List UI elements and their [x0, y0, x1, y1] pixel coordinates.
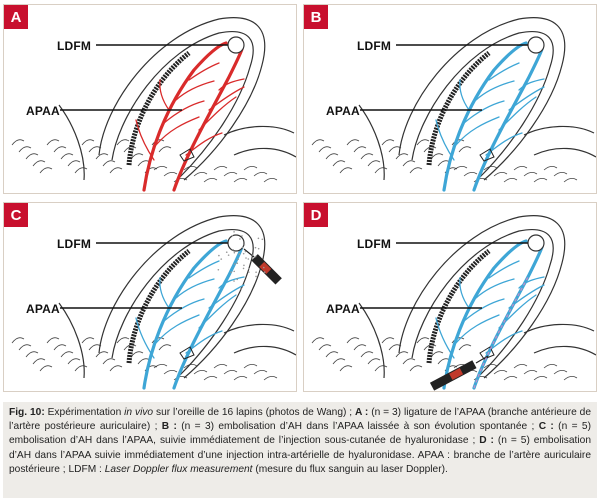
caption-a-text: (n = 3) ligature de l’APAA (branche anté… [9, 407, 591, 433]
panel-a: A LDFM APAA [3, 4, 297, 194]
caption-intro-rest: sur l’oreille de 16 lapins (photos de Wa… [153, 407, 356, 418]
ear-shading [426, 249, 491, 364]
ldfm-label: LDFM [57, 237, 92, 251]
figure-caption: Fig. 10: Expérimentation in vivo sur l’o… [3, 402, 597, 498]
caption-ldfm-italic: Laser Doppler flux measurement [104, 463, 253, 475]
panel-c: C LDFM APAA [3, 202, 297, 392]
ear-shading [126, 51, 191, 166]
caption-c-label: C : [538, 421, 554, 433]
caption-fig-label: Fig. 10: [9, 407, 45, 418]
ear-illustration [311, 215, 596, 391]
panel-letter: D [304, 203, 328, 227]
ear-shading [426, 51, 491, 166]
caption-b-text: (n = 3) embolisation d’AH dans l’APAA la… [176, 421, 539, 433]
ear-illustration [311, 17, 596, 192]
caption-b-label: B : [161, 421, 177, 433]
ligature-marker [179, 148, 195, 162]
ldfm-probe [527, 234, 545, 252]
fur-hatching [311, 337, 578, 381]
ear-shading [126, 249, 191, 364]
panel-d: D LDFM APAA [303, 202, 597, 392]
ear-illustration [11, 17, 296, 192]
ldfm-probe [227, 36, 245, 54]
ldfm-label: LDFM [57, 39, 92, 53]
ear-illustration [11, 215, 296, 390]
ligature-marker [179, 346, 195, 360]
panel-letter: B [304, 5, 328, 29]
syringe-icon [243, 248, 282, 285]
figure-grid: A LDFM APAA B LDFM APAA C LDFM APAA D LD… [3, 4, 597, 392]
panel-b: B LDFM APAA [303, 4, 597, 194]
ligature-marker [479, 346, 495, 360]
fur-hatching [11, 337, 278, 381]
caption-end: (mesure du flux sanguin au laser Doppler… [252, 463, 448, 475]
ear-outline [58, 215, 296, 379]
apaa-label: APAA [26, 302, 60, 316]
ldfm-probe [527, 36, 545, 54]
vessel-network [435, 41, 545, 192]
ear-outline [58, 17, 296, 181]
ldfm-probe [227, 234, 245, 252]
caption-c-text: (n = 5) embolisation d’AH dans l’APAA, s… [9, 421, 591, 447]
vessel-network [135, 41, 245, 192]
apaa-label: APAA [26, 104, 60, 118]
caption-d-text: (n = 5) embolisation d’AH dans l’APAA su… [9, 435, 591, 475]
panel-letter: C [4, 203, 28, 227]
ear-outline [358, 215, 596, 379]
fur-hatching [311, 139, 578, 183]
caption-in-vivo: in vivo [124, 407, 154, 418]
caption-a-label: A : [355, 407, 369, 418]
caption-intro: Expérimentation [44, 407, 125, 418]
apaa-label: APAA [326, 302, 360, 316]
injection-spread [217, 231, 266, 290]
ldfm-label: LDFM [357, 39, 392, 53]
panel-letter: A [4, 5, 28, 29]
fur-hatching [11, 139, 278, 183]
ligature-marker [479, 148, 495, 162]
caption-d-label: D : [479, 435, 494, 447]
ldfm-label: LDFM [357, 237, 392, 251]
apaa-label: APAA [326, 104, 360, 118]
ear-outline [358, 17, 596, 181]
syringe-icon [429, 355, 489, 391]
